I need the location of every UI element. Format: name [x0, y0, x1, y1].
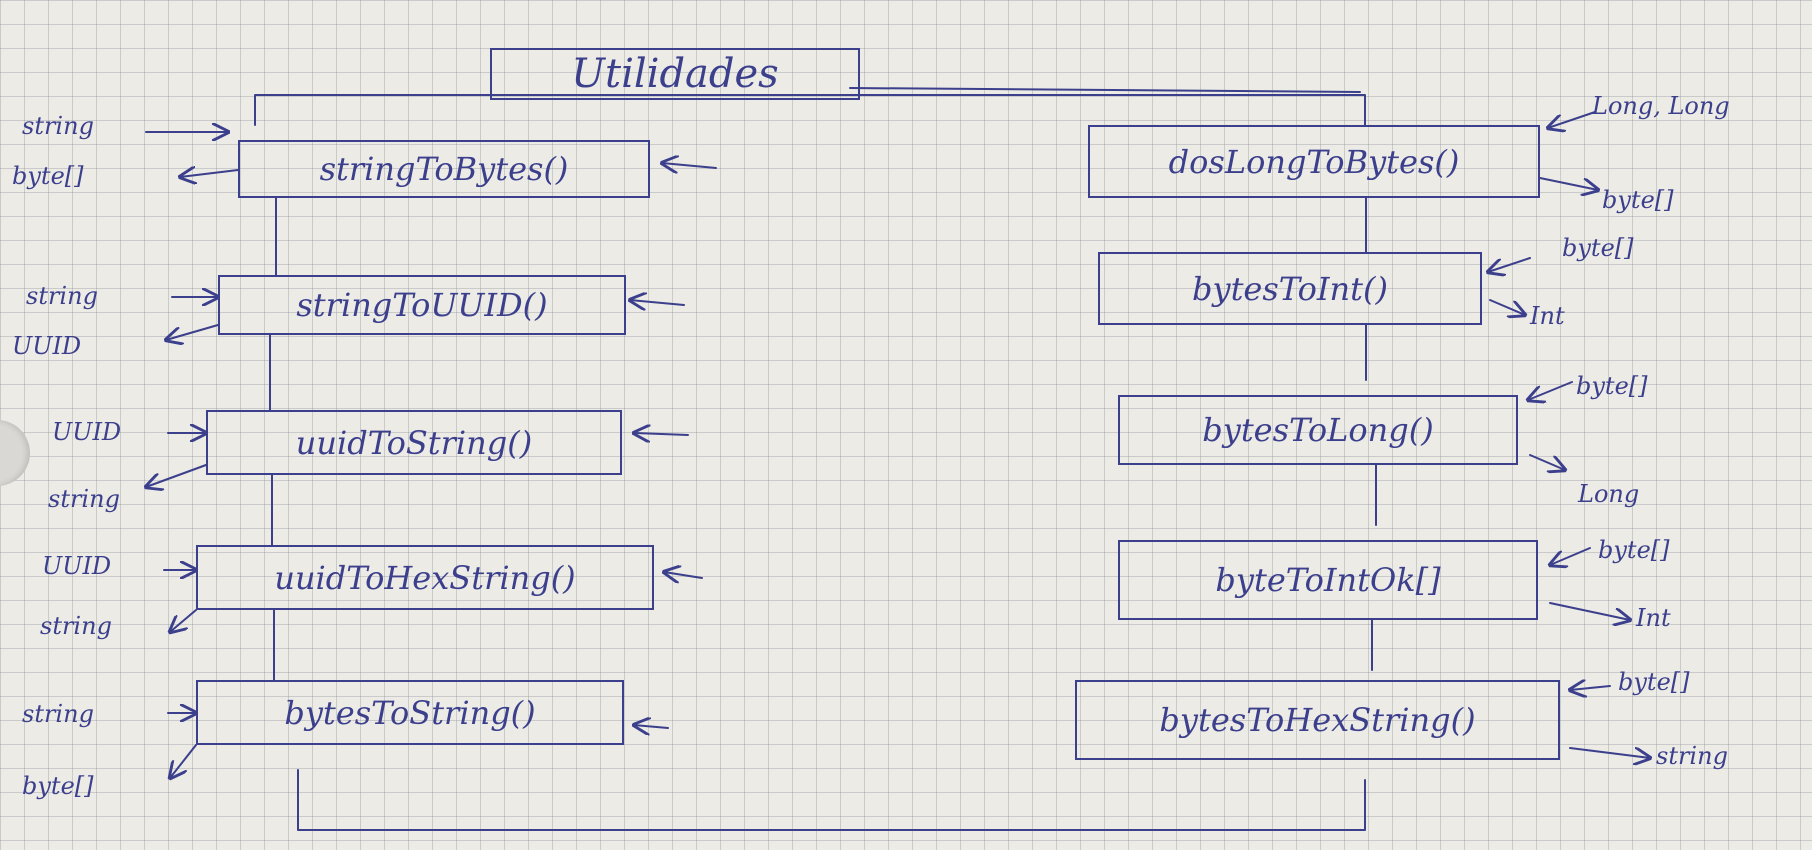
input-tag: byte[] [1618, 668, 1690, 696]
method-box-uuid-to-hex-string: uuidToHexString() [196, 545, 654, 610]
method-label: bytesToString() [284, 693, 536, 732]
method-label: stringToBytes() [319, 150, 569, 188]
input-tag: string [22, 700, 94, 728]
method-box-bytes-to-hex-string: bytesToHexString() [1075, 680, 1560, 760]
output-tag: UUID [12, 332, 82, 360]
method-box-bytes-to-int: bytesToInt() [1098, 252, 1482, 325]
arrow-in-right-3 [1528, 381, 1573, 400]
method-label: bytesToInt() [1192, 269, 1388, 308]
output-tag: Long [1578, 480, 1640, 508]
method-box-string-to-bytes: stringToBytes() [238, 140, 650, 198]
output-tag: byte[] [22, 772, 94, 800]
output-tag: Int [1636, 604, 1671, 632]
method-label: byteToIntOk[] [1215, 561, 1441, 599]
arrow-right-left-2 [630, 300, 685, 305]
arrow-right-left-3 [634, 433, 689, 435]
arrow-out-right-4 [1549, 602, 1630, 620]
output-tag: string [40, 612, 112, 640]
input-tag: string [26, 282, 98, 310]
input-tag: byte[] [1598, 536, 1670, 564]
method-label: stringToUUID() [296, 286, 548, 324]
arrow-out-left-4 [170, 609, 197, 632]
method-label: uuidToHexString() [274, 558, 576, 597]
arrow-in-right-5 [1570, 686, 1611, 690]
method-box-uuid-to-string: uuidToString() [206, 410, 622, 475]
arrow-in-right-1 [1548, 111, 1596, 128]
method-label: bytesToLong() [1202, 411, 1434, 449]
input-tag: UUID [52, 418, 122, 446]
method-label: bytesToHexString() [1159, 701, 1476, 739]
top-bus-line [254, 94, 1366, 126]
title-to-right-line [849, 87, 1361, 93]
output-tag: Int [1530, 302, 1565, 330]
input-tag: byte[] [1562, 234, 1634, 262]
arrow-out-left-5 [170, 744, 197, 778]
arrow-out-right-1 [1539, 177, 1598, 190]
arrow-out-left-3 [146, 464, 207, 487]
arrow-out-left-1 [180, 170, 239, 177]
arrow-right-left-1 [662, 163, 717, 168]
output-tag: byte[] [1602, 186, 1674, 214]
arrow-right-left-5 [634, 725, 669, 728]
arrow-out-right-5 [1569, 747, 1650, 758]
input-tag: byte[] [1576, 372, 1648, 400]
method-box-bytes-to-long: bytesToLong() [1118, 395, 1518, 465]
method-box-string-to-uuid: stringToUUID() [218, 275, 626, 335]
input-tag: string [22, 112, 94, 140]
method-box-bytes-to-string: bytesToString() [196, 680, 624, 745]
arrow-out-right-3 [1529, 454, 1565, 470]
method-box-dos-long-to-bytes: dosLongToBytes() [1088, 125, 1540, 198]
arrow-out-left-2 [166, 324, 219, 340]
bottom-bus-line [297, 769, 1366, 831]
input-tag: Long, Long [1592, 92, 1730, 120]
title-box: Utilidades [490, 48, 860, 100]
output-tag: string [1656, 742, 1728, 770]
method-box-byte-to-int-ok: byteToIntOk[] [1118, 540, 1538, 620]
arrow-in-right-4 [1550, 547, 1591, 565]
input-tag: UUID [42, 552, 112, 580]
arrow-right-left-4 [664, 572, 703, 578]
title-label: Utilidades [571, 51, 779, 97]
method-label: uuidToString() [295, 423, 533, 462]
output-tag: byte[] [12, 162, 84, 190]
arrow-out-right-2 [1489, 299, 1525, 315]
output-tag: string [48, 485, 120, 513]
method-label: dosLongToBytes() [1168, 142, 1460, 181]
arrow-in-right-2 [1488, 257, 1531, 272]
